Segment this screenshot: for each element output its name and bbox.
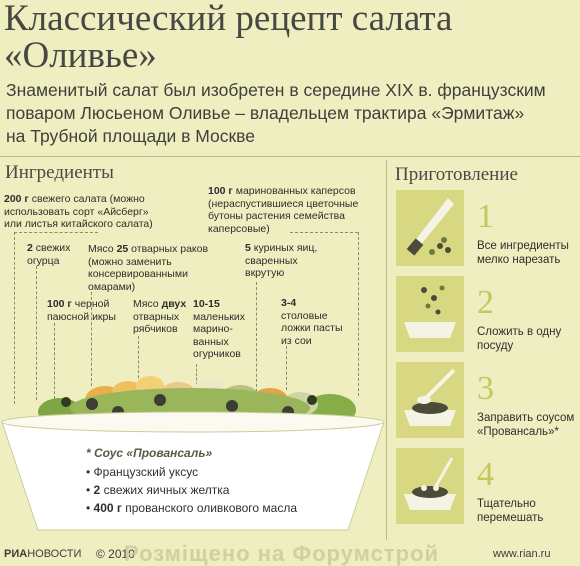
leader-line bbox=[290, 232, 358, 233]
sauce-item-yolks: • 2 свежих яичных желтка bbox=[86, 483, 230, 497]
subtitle-line-1: Знаменитый салат был изобретен в середин… bbox=[6, 80, 546, 100]
ria-logo: РИАНОВОСТИ bbox=[4, 548, 82, 560]
column-divider bbox=[386, 160, 387, 540]
sauce-item-oil: • 400 г прованского оливкового масла bbox=[86, 501, 297, 515]
ingredient-capers: 100 г маринованных каперсов (нераспустив… bbox=[208, 185, 359, 235]
leader-line bbox=[91, 292, 92, 386]
leader-line bbox=[54, 323, 55, 399]
page-title: Классический рецепт салата «Оливье» bbox=[4, 0, 576, 74]
preparation-heading: Приготовление bbox=[395, 164, 518, 185]
title-line-1: Классический рецепт салата bbox=[4, 0, 453, 39]
salad-bowl-illustration bbox=[1, 376, 385, 531]
step-text: Заправить соусом «Провансаль»* bbox=[477, 412, 575, 438]
site-link[interactable]: www.rian.ru bbox=[493, 548, 551, 560]
leader-line bbox=[14, 232, 15, 404]
leader-line bbox=[196, 364, 197, 390]
ingredient-grouse: Мясо двух отварных рябчиков bbox=[133, 298, 187, 335]
step-number: 3 bbox=[477, 370, 494, 407]
spoon-icon bbox=[396, 362, 464, 438]
ingredient-lettuce: 200 г свежего салата (можно использовать… bbox=[4, 193, 153, 230]
step-text: Сложить в одну посуду bbox=[477, 326, 562, 352]
step-number: 4 bbox=[477, 456, 494, 493]
footer: РИАНОВОСТИ © 2010 Розміщено на Форумстро… bbox=[0, 541, 580, 566]
bowl-icon bbox=[396, 276, 464, 352]
leader-line bbox=[138, 336, 139, 388]
ingredient-gherkins: 10-15 маленьких марино- ванных огурчиков bbox=[193, 298, 246, 360]
step-text: Все ингредиенты мелко нарезать bbox=[477, 240, 569, 266]
step-number: 2 bbox=[477, 284, 494, 321]
copyright: © 2010 bbox=[96, 547, 135, 561]
ingredient-crayfish: Мясо 25 отварных раков (можно заменить к… bbox=[88, 243, 209, 293]
sauce-title: * Соус «Провансаль» bbox=[86, 446, 213, 460]
bowl-rim bbox=[1, 411, 385, 433]
leader-line bbox=[358, 232, 359, 396]
leader-line bbox=[256, 282, 257, 392]
ingredient-caviar: 100 г черной паюсной икры bbox=[47, 298, 116, 323]
sauce-item-vinegar: • Французский уксус bbox=[86, 465, 199, 479]
mixing-icon bbox=[396, 448, 464, 524]
leader-line bbox=[286, 346, 287, 390]
title-line-2: «Оливье» bbox=[4, 35, 157, 76]
step-3: 3 Заправить соусом «Провансаль»* bbox=[393, 362, 580, 440]
page-subtitle: Знаменитый салат был изобретен в середин… bbox=[6, 79, 578, 148]
ingredient-eggs: 5 куриных яиц, сваренных вкрутую bbox=[245, 242, 318, 279]
step-text: Тщательно перемешать bbox=[477, 498, 544, 524]
subtitle-line-3: на Трубной площади в Москве bbox=[6, 126, 256, 146]
leader-line bbox=[14, 232, 98, 233]
step-1: 1 Все ингредиенты мелко нарезать bbox=[393, 190, 580, 268]
step-number: 1 bbox=[477, 198, 494, 235]
subtitle-line-2: поваром Люсьеном Оливье – владельцем тра… bbox=[6, 103, 525, 123]
step-4: 4 Тщательно перемешать bbox=[393, 448, 580, 526]
watermark: Розміщено на Форумстрой bbox=[124, 541, 440, 566]
knife-icon bbox=[396, 190, 464, 266]
step-2: 2 Сложить в одну посуду bbox=[393, 276, 580, 354]
ingredient-soy-paste: 3-4 столовые ложки пасты из сои bbox=[281, 297, 343, 347]
section-divider bbox=[0, 156, 580, 157]
ingredients-heading: Ингредиенты bbox=[5, 162, 114, 183]
ingredient-cucumbers: 2 свежих огурца bbox=[27, 242, 71, 267]
leader-line bbox=[36, 266, 37, 400]
